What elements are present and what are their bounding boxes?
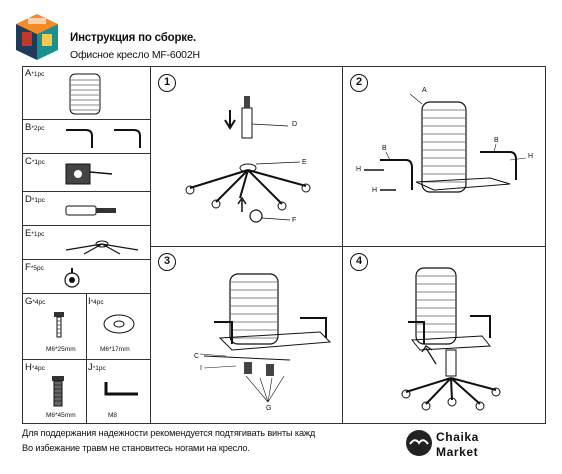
- divider-steps-vertical: [342, 66, 343, 424]
- brand-logo-icon: [14, 12, 60, 62]
- part-b: B*2pc: [22, 120, 150, 154]
- part-qty: *1pc: [92, 365, 106, 372]
- armrest-icon: [66, 129, 141, 148]
- step-2-callout-h-2: H: [372, 187, 378, 194]
- part-e: E*1pc: [22, 226, 150, 260]
- part-letter: H: [25, 362, 32, 373]
- bolt-g-icon: [54, 312, 64, 338]
- bolt-h-icon: [52, 376, 64, 407]
- step-4-number: 4: [350, 253, 368, 271]
- part-d: D*1pc: [22, 192, 150, 226]
- part-a: A*1pc: [22, 66, 150, 120]
- part-f: F*5pc: [22, 260, 150, 294]
- part-h-j-row: H*4pc J*1pc M6*45mm M8: [22, 360, 150, 424]
- step-3-diagram: [199, 273, 332, 403]
- step-2-number: 2: [350, 74, 368, 92]
- part-qty: *1pc: [31, 71, 45, 78]
- step-3-number: 3: [158, 253, 176, 271]
- divider-steps-horizontal: [150, 246, 546, 247]
- size-label: M8: [108, 412, 118, 419]
- size-label: M6*25mm: [46, 346, 76, 353]
- step-2-diagram: [364, 93, 527, 193]
- step-3-callout-i: I: [200, 365, 202, 372]
- part-qty: *5pc: [30, 265, 44, 272]
- brand-name-line2: Market: [436, 445, 479, 459]
- part-qty: *1pc: [31, 197, 45, 204]
- part-letter: D: [25, 194, 32, 205]
- part-letter: C: [25, 156, 32, 167]
- part-letter: I: [88, 296, 91, 307]
- note-safety: Во избежание травм не становитесь ногами…: [22, 443, 250, 453]
- part-qty: *1pc: [31, 231, 45, 238]
- step-3-callout-c: C: [194, 353, 200, 360]
- seagull-icon: [406, 430, 432, 456]
- step-1-diagram: [185, 96, 311, 223]
- size-label: M6*17mm: [100, 346, 130, 353]
- step-1-callout-f: F: [292, 217, 297, 224]
- parts-list: A*1pc B*2pc C*1pc D*1pc: [22, 66, 150, 424]
- step-2-callout-h-3: H: [528, 153, 534, 160]
- step-2-callout-b-left: B: [382, 145, 387, 152]
- note-screws: Для поддержания надежности рекомендуется…: [22, 428, 316, 438]
- washer-icon: [103, 314, 135, 334]
- part-qty: *2pc: [31, 125, 45, 132]
- mechanism-icon: [65, 163, 113, 185]
- hex-key-icon: [104, 382, 138, 396]
- backrest-icon: [69, 73, 101, 115]
- part-letter: A: [25, 68, 32, 79]
- caster-icon: [64, 268, 80, 288]
- base-icon: [65, 240, 139, 255]
- divider-parts: [150, 66, 151, 424]
- part-letter: G: [25, 296, 33, 307]
- step-1-callout-e: E: [302, 159, 307, 166]
- part-g-i-row: G*4pc I*4pc M6*25mm M6*17mm: [22, 294, 150, 360]
- gas-lift-icon: [65, 205, 116, 216]
- brand-name-line1: Chaika: [436, 430, 479, 444]
- part-qty: *4pc: [90, 299, 104, 306]
- part-letter: E: [25, 228, 32, 239]
- step-2-callout-h-1: H: [356, 166, 362, 173]
- part-letter: B: [25, 122, 32, 133]
- part-qty: *1pc: [31, 159, 45, 166]
- step-2-callout-b-right: B: [494, 137, 499, 144]
- part-letter: F: [25, 262, 31, 273]
- part-c: C*1pc: [22, 154, 150, 192]
- instruction-frame: [22, 66, 546, 424]
- page-subtitle: Офисное кресло MF-6002H: [70, 49, 200, 61]
- step-2-callout-a: A: [422, 87, 427, 94]
- part-qty: *4pc: [31, 365, 45, 372]
- step-4-diagram: [401, 267, 501, 411]
- part-letter: J: [88, 362, 93, 373]
- size-label: M6*45mm: [46, 412, 76, 419]
- step-3-callout-g: G: [266, 405, 272, 412]
- step-1-callout-d: D: [292, 121, 298, 128]
- step-1-number: 1: [158, 74, 176, 92]
- part-qty: *4pc: [32, 299, 46, 306]
- page-title: Инструкция по сборке.: [70, 32, 197, 44]
